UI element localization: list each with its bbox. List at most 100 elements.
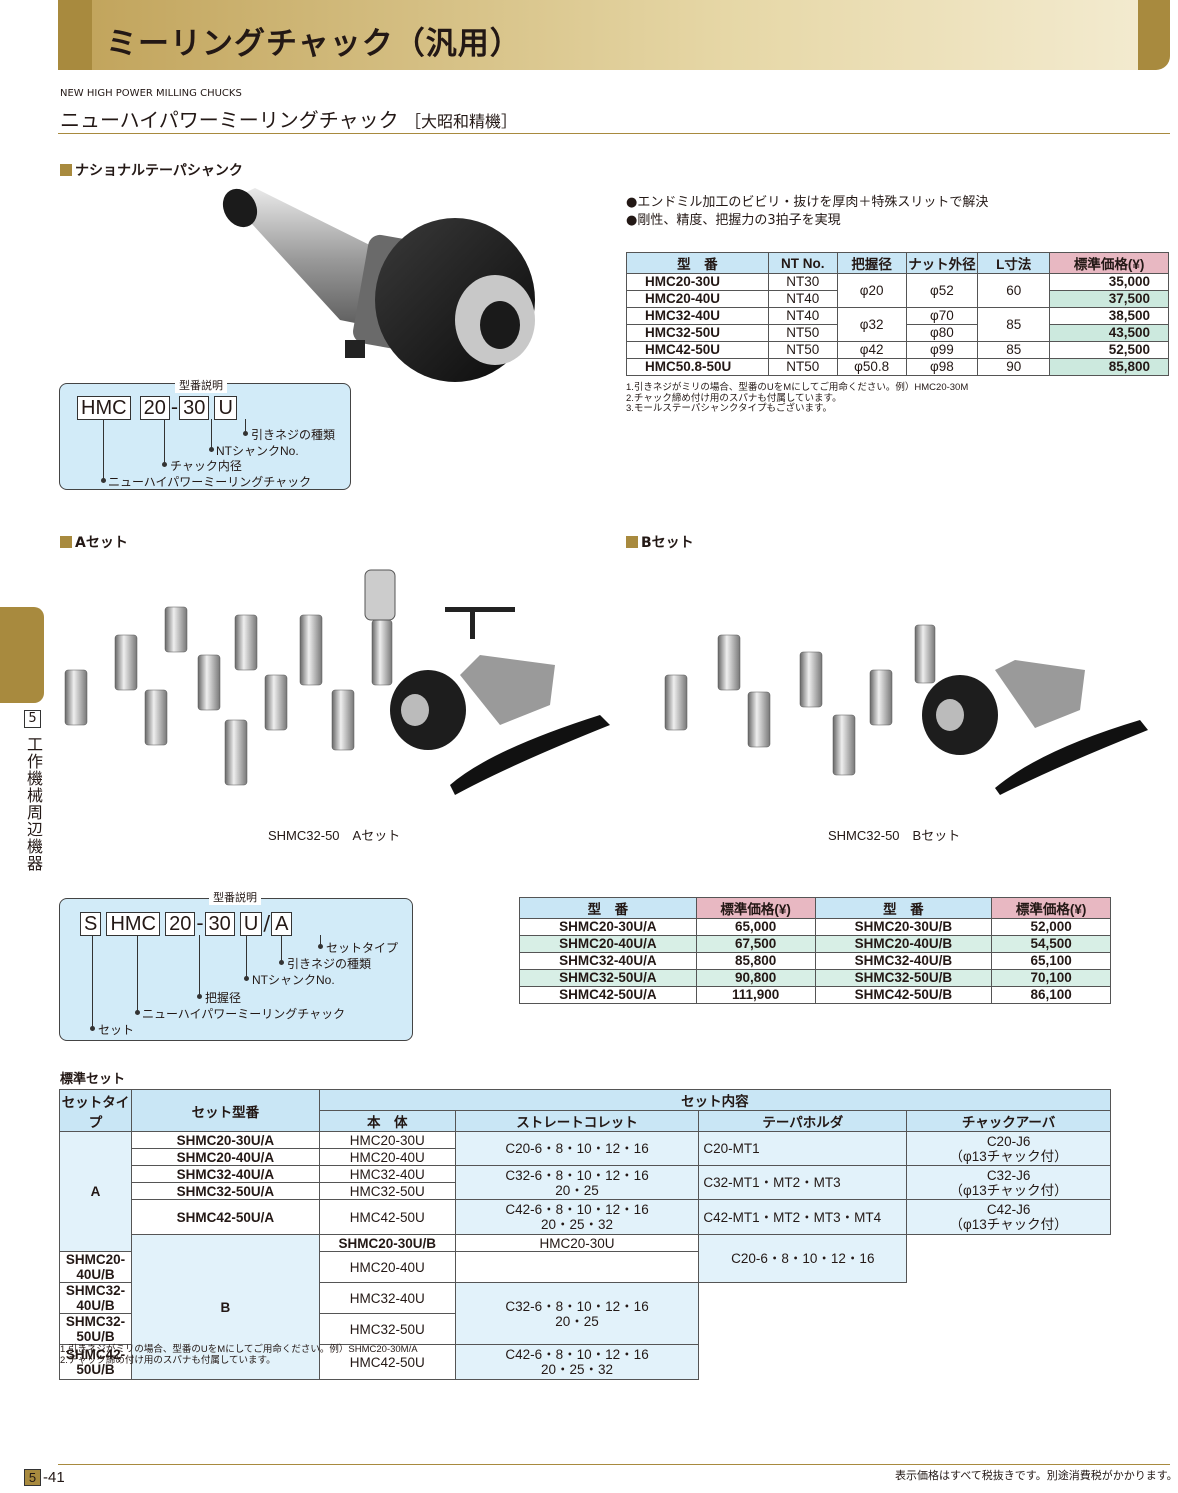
section-marker <box>60 536 72 548</box>
model-cell: HMC20-40U <box>626 290 769 308</box>
code-part: U <box>239 912 263 936</box>
col-set-content: セット内容 <box>318 1089 1112 1111</box>
table-row: HMC32-40U NT40 φ32 φ70 85 38,500 <box>626 307 1169 342</box>
page-section: 5 <box>24 1469 41 1486</box>
product-name: ニューハイパワーミーリングチャック <box>60 108 399 132</box>
nut-cell: φ98 <box>905 358 979 376</box>
section-nt-title: ナショナルテーパシャンク <box>60 160 243 180</box>
type-cell: B <box>130 1234 320 1380</box>
leader-line <box>92 935 93 1028</box>
nt-cell: NT40 <box>767 290 838 308</box>
model-cell: HMC20-30U <box>626 273 769 291</box>
holder-cell: C32-MT1・MT2・MT3 <box>698 1165 908 1200</box>
note-line: 1.引きネジがミリの場合、型番のUをMにしてご用命ください。例）SHMC20-3… <box>60 1344 418 1355</box>
label: セットタイプ <box>326 941 399 955</box>
section-b-title: Bセット <box>626 532 694 552</box>
label: チャック内径 <box>170 459 242 473</box>
empty-cell <box>906 1234 1111 1380</box>
leader-line <box>281 935 282 963</box>
cell: 90,800 <box>695 969 816 987</box>
collet-line: 20・25 <box>555 1182 599 1198</box>
set-model-cell: SHMC20-30U/A <box>130 1131 320 1149</box>
body-cell: HMC32-40U <box>318 1282 456 1314</box>
price-cell: 37,500 <box>1049 290 1169 308</box>
code-part: HMC <box>77 396 131 420</box>
code-dash: - <box>170 395 179 419</box>
header-right-tab <box>1138 0 1170 70</box>
col-price-a: 標準価格(¥) <box>695 897 816 919</box>
label: ニューハイパワーミーリングチャック <box>142 1007 346 1021</box>
nt-cell: NT50 <box>767 358 838 376</box>
table-row: SHMC32-50U/A HMC32-50U <box>60 1182 1111 1200</box>
leader-line <box>164 419 165 465</box>
cell: 52,000 <box>991 918 1111 936</box>
code-dash: - <box>196 911 204 935</box>
note-line: 2.チャック締め付け用のスパナも付属しています。 <box>626 392 842 404</box>
page-number: 5-41 <box>24 1469 65 1486</box>
body-cell: HMC42-50U <box>318 1344 456 1380</box>
table-header-row: 型 番 標準価格(¥) 型 番 標準価格(¥) <box>519 897 1111 919</box>
leader-dot <box>162 462 167 467</box>
leader-line <box>246 935 247 979</box>
section-marker <box>626 536 638 548</box>
cell: SHMC20-30U/B <box>814 918 993 936</box>
nut-cell: φ52 <box>905 273 979 308</box>
nut-cell: φ80 <box>905 324 979 342</box>
nut-cell: φ99 <box>905 341 979 359</box>
collet-line: 20・25・32 <box>541 1217 614 1232</box>
set-model-cell: SHMC20-40U/B <box>59 1251 132 1283</box>
cell: 86,100 <box>991 986 1111 1004</box>
holder-cell: C20-MT1 <box>698 1131 908 1166</box>
set-model-cell: SHMC32-40U/A <box>130 1165 320 1183</box>
l-cell: 90 <box>977 358 1051 376</box>
label: 引きネジの種類 <box>287 957 372 971</box>
feature-list: ●エンドミル加工のビビリ・抜けを厚肉＋特殊スリットで解決 ●剛性、精度、把握力の… <box>626 194 988 230</box>
table-row: HMC42-50U NT50 φ42 φ99 85 52,500 <box>626 341 1169 359</box>
col-grip: 把握径 <box>836 252 907 274</box>
body-cell: HMC20-30U <box>454 1234 700 1252</box>
price-cell: 85,800 <box>1049 358 1169 376</box>
code-part: 30 <box>204 912 235 936</box>
set-model-cell: SHMC20-40U/A <box>130 1148 320 1166</box>
cell: SHMC32-40U/B <box>814 952 993 970</box>
label: ニューハイパワーミーリングチャック <box>108 475 312 489</box>
body-cell: HMC20-40U <box>318 1251 456 1283</box>
section-marker <box>60 164 72 176</box>
model-code: S HMC 20-30 U/A <box>80 911 293 936</box>
body-cell: HMC20-30U <box>318 1131 456 1149</box>
price-cell: 38,500 <box>1049 307 1169 325</box>
collet-line: C42-6・8・10・12・16 <box>505 1202 649 1217</box>
l-cell: 60 <box>977 273 1051 308</box>
set-model-cell: SHMC20-30U/B <box>318 1234 456 1252</box>
b-set-image <box>664 624 1148 795</box>
section-a-label: Aセット <box>75 535 128 551</box>
code-part: U <box>214 396 237 420</box>
table-row: SHMC20-40U/A HMC20-40U <box>60 1148 1111 1166</box>
cell: SHMC42-50U/A <box>519 986 697 1004</box>
arbor-line: （φ13チャック付） <box>949 1217 1068 1232</box>
nt-cell: NT50 <box>767 341 838 359</box>
arbor-cell: C42-J6（φ13チャック付） <box>906 1199 1111 1235</box>
collet-line: C20-6・8・10・12・16 <box>731 1251 875 1266</box>
price-cell: 35,000 <box>1049 273 1169 291</box>
cell: 111,900 <box>695 986 816 1004</box>
set-model-cell: SHMC32-50U/B <box>59 1313 132 1345</box>
table-row: SHMC32-50U/B HMC32-50U <box>59 1313 1111 1345</box>
note-line: 3.モールステーパシャンクタイプもございます。 <box>626 403 832 414</box>
col-price: 標準価格(¥) <box>1049 252 1169 274</box>
col-arbor: チャックアーバ <box>906 1110 1111 1132</box>
col-model-b: 型 番 <box>814 897 993 919</box>
header-rule <box>58 133 1170 134</box>
leader-dot <box>209 447 214 452</box>
table-row: HMC50.8-50U NT50 φ50.8 φ98 90 85,800 <box>626 358 1169 376</box>
table-row: HMC32-50U NT50 φ80 43,500 <box>626 324 1169 342</box>
standard-set-title: 標準セット <box>60 1072 126 1087</box>
